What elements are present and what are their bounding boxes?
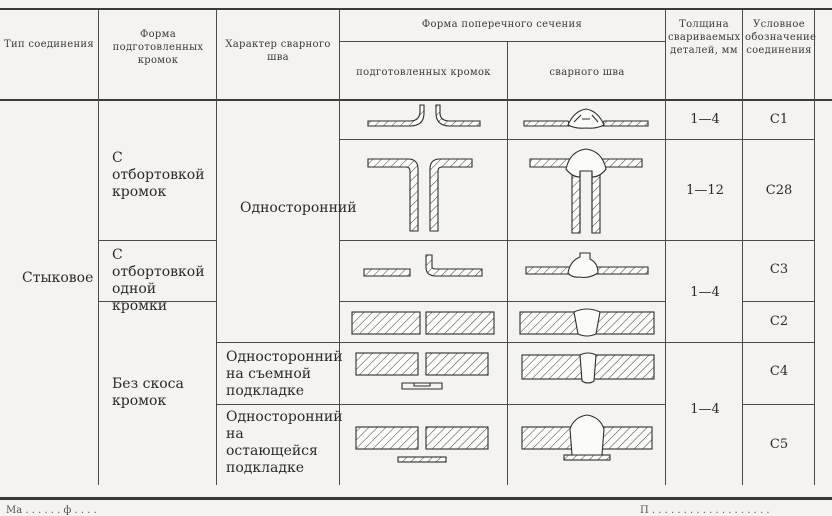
bottom-rule — [0, 497, 832, 500]
c2-prepared-edges-figure — [351, 311, 495, 335]
header-thickness: Толщина свариваемых деталей, мм — [668, 19, 741, 56]
c1-prepared-edges-figure — [367, 104, 481, 127]
weld-character-one-sided: Односторонний — [240, 200, 357, 216]
row-rule-2b — [339, 240, 814, 241]
header-cross-weld: сварного шва — [549, 67, 625, 78]
row-rule-5 — [216, 404, 665, 405]
thickness-c28: 1—12 — [686, 183, 724, 198]
col-divider-7 — [814, 9, 815, 485]
c3-weld-figure — [525, 252, 649, 279]
header-cross-prepared: подготовленных кромок — [356, 67, 491, 78]
col-divider-6 — [742, 9, 743, 485]
c3-prepared-edges-figure — [363, 254, 483, 277]
header-designation: Условное обозначение соединения — [745, 19, 817, 56]
c2-weld-figure — [519, 308, 655, 337]
row-rule-4 — [216, 342, 814, 343]
row-rule-3b — [339, 301, 665, 302]
row-rule-3 — [98, 301, 216, 302]
header-edge-form: Форма подготовленных кромок — [112, 29, 204, 66]
footer-right-text: П . . . . . . . . . . . . . . . . . . . — [640, 505, 770, 516]
c5-prepared-edges-figure — [355, 426, 489, 463]
c4-prepared-edges-figure — [355, 352, 489, 390]
col-divider-5 — [665, 9, 666, 485]
header-bottom-rule — [0, 99, 832, 101]
c1-weld-figure — [523, 108, 649, 129]
thickness-c4-c5: 1—4 — [690, 402, 720, 417]
designation-c3: С3 — [769, 262, 789, 277]
weld-character-removable-backing: Односторонний на съемной подкладке — [226, 349, 343, 399]
row-rule-5b — [742, 404, 814, 405]
c4-weld-figure — [521, 352, 655, 384]
row-rule-3c — [742, 301, 814, 302]
joint-type-butt: Стыковое — [22, 270, 94, 286]
designation-c28: С28 — [765, 183, 793, 198]
header-cross-section: Форма поперечного сечения — [421, 19, 583, 30]
header-weld-character: Характер сварного шва — [225, 39, 331, 63]
c28-weld-figure — [529, 148, 643, 234]
row-rule-1 — [339, 139, 814, 140]
designation-c2: С2 — [769, 314, 789, 329]
c5-weld-figure — [521, 414, 653, 461]
c28-prepared-edges-figure — [367, 158, 473, 232]
footer-left-text: Ма . . . . . . ф . . . . — [6, 505, 97, 516]
col-divider-4 — [507, 41, 508, 485]
col-divider-2 — [216, 9, 217, 485]
designation-c5: С5 — [769, 437, 789, 452]
thickness-c3-c2: 1—4 — [690, 285, 720, 300]
table-top-rule — [0, 8, 832, 10]
col-divider-3 — [339, 9, 340, 485]
thickness-c1: 1—4 — [690, 112, 720, 127]
designation-c4: С4 — [769, 364, 789, 379]
col-divider-1 — [98, 9, 99, 485]
row-rule-2 — [98, 240, 216, 241]
cross-section-subrule — [339, 41, 665, 42]
edge-form-flanged-one: С отбортовкой одной кромки — [112, 247, 205, 314]
designation-c1: С1 — [769, 112, 789, 127]
header-joint-type: Тип соединения — [4, 39, 94, 50]
weld-character-permanent-backing: Односторонний на остающейся подкладке — [226, 409, 343, 476]
edge-form-flanged: С отбортовкой кромок — [112, 150, 205, 200]
edge-form-no-bevel: Без скоса кромок — [112, 376, 184, 409]
